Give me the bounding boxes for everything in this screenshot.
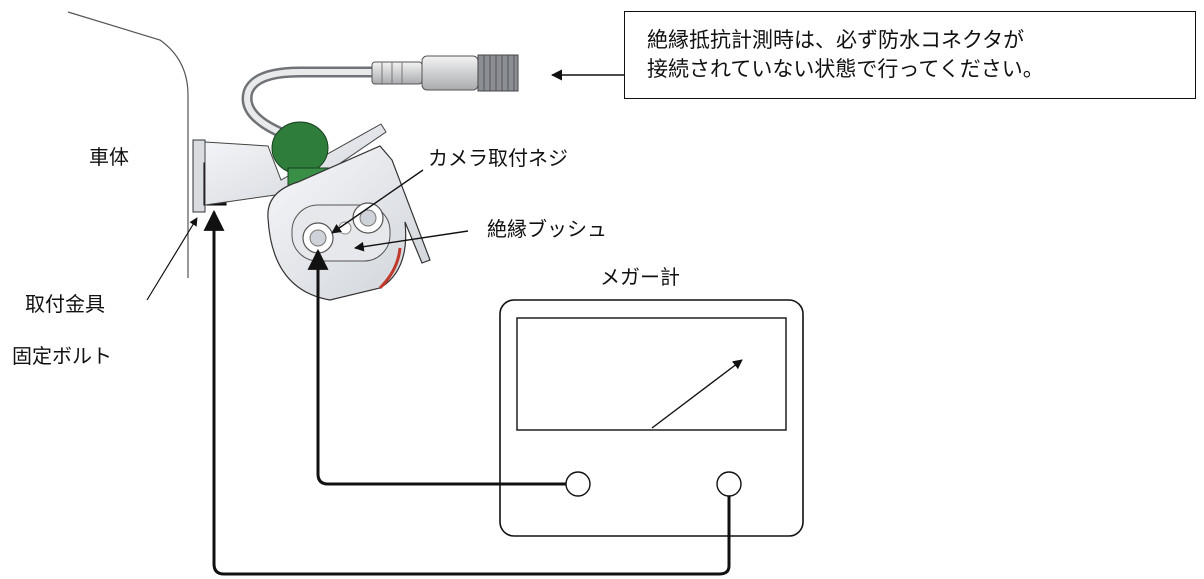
test-lead-camera	[307, 248, 566, 486]
megger-terminal-right	[716, 471, 742, 497]
fixing-bolt-label: 固定ボルト	[12, 344, 112, 368]
camera-screw-arrow	[331, 169, 424, 234]
caution-note-line-2: 接続されていない状態で行ってください。	[647, 57, 1044, 81]
bracket-leader-line	[146, 217, 198, 301]
vehicle-body-outline	[67, 11, 189, 278]
camera-cable	[241, 54, 519, 146]
test-lead-vehicle	[203, 209, 731, 576]
mount-bracket-label: 取付金具	[25, 292, 105, 316]
camera-screw-label: カメラ取付ネジ	[428, 146, 568, 170]
mount-bracket	[192, 123, 387, 213]
megger-needle	[651, 359, 743, 429]
insulation-bush-arrow	[354, 230, 469, 252]
vehicle-body-label: 車体	[89, 145, 129, 169]
megger-label: メガー計	[600, 265, 680, 289]
caution-note: 絶縁抵抗計測時は、必ず防水コネクタが 接続されていない状態で行ってください。	[624, 11, 1196, 99]
megger-meter	[499, 299, 804, 537]
megger-display	[516, 317, 787, 431]
insulation-bush-label: 絶縁ブッシュ	[487, 217, 607, 241]
caution-note-line-1: 絶縁抵抗計測時は、必ず防水コネクタが	[647, 28, 1025, 52]
megger-terminal-left	[565, 471, 591, 497]
